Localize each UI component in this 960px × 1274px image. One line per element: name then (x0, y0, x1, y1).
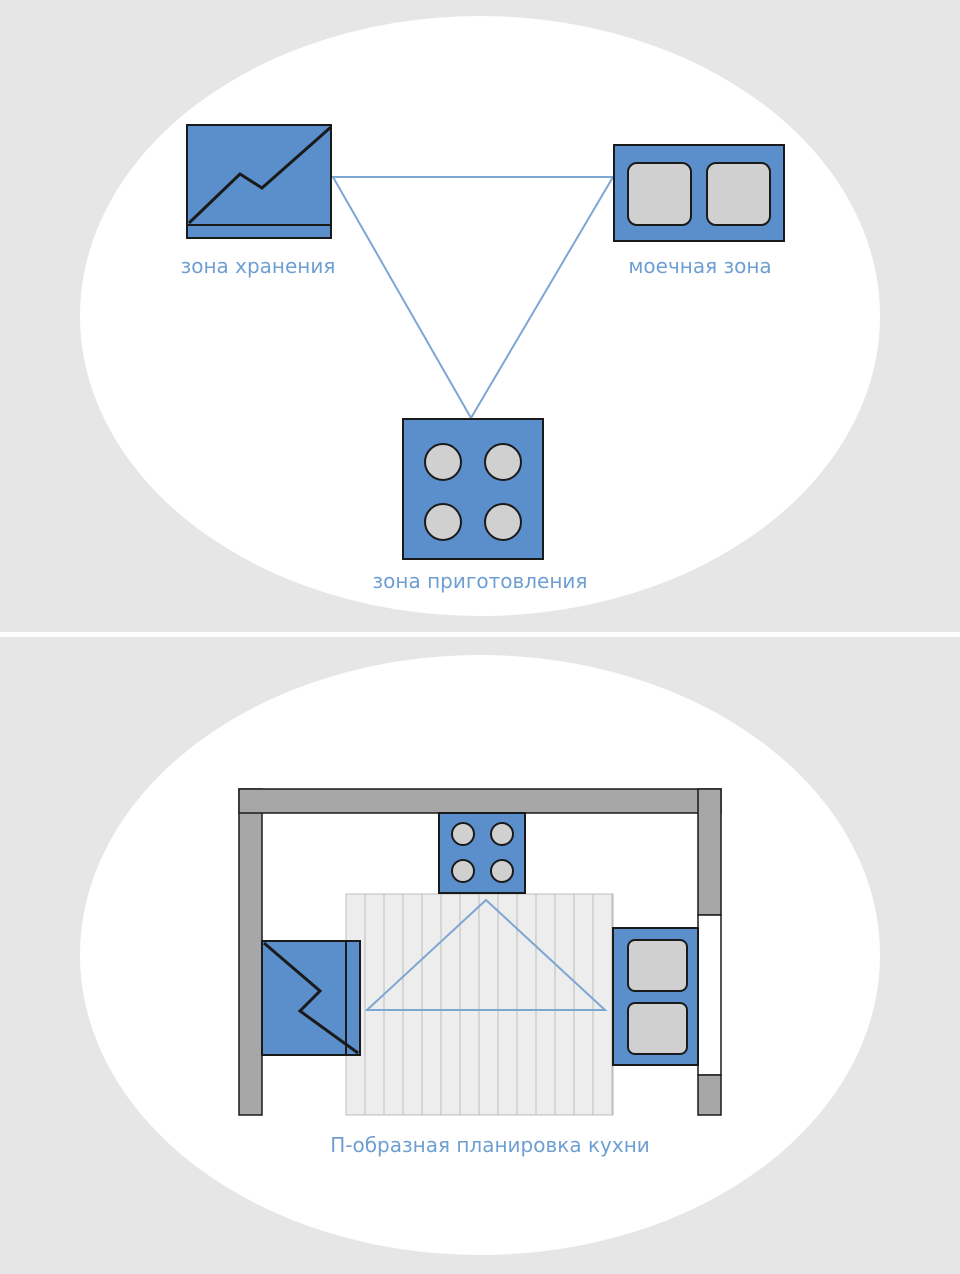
work-triangle-panel: зона хранения моечная зона зона приготов… (0, 0, 960, 632)
layout-caption: П-образная планировка кухни (330, 1133, 650, 1157)
kitchen-floor (345, 893, 614, 1116)
work-triangle (331, 176, 615, 420)
panel-divider (0, 632, 960, 637)
kitchen-walls (238, 788, 722, 1116)
u-shaped-layout-panel: П-образная планировка кухни (0, 637, 960, 1274)
u-shaped-kitchen-plan: П-образная планировка кухни (80, 655, 880, 1255)
cooking-zone-label: зона приготовления (373, 569, 588, 593)
fridge-icon (261, 940, 361, 1056)
four-burner-stove-icon (402, 418, 544, 560)
double-sink-icon (613, 144, 785, 242)
work-triangle (364, 898, 608, 1011)
work-triangle-diagram: зона хранения моечная зона зона приготов… (80, 16, 880, 616)
sink-icon (612, 927, 699, 1066)
storage-zone-label: зона хранения (181, 254, 336, 278)
fridge-icon (186, 124, 332, 239)
stove-icon (438, 812, 526, 894)
washing-zone-label: моечная зона (628, 254, 771, 278)
